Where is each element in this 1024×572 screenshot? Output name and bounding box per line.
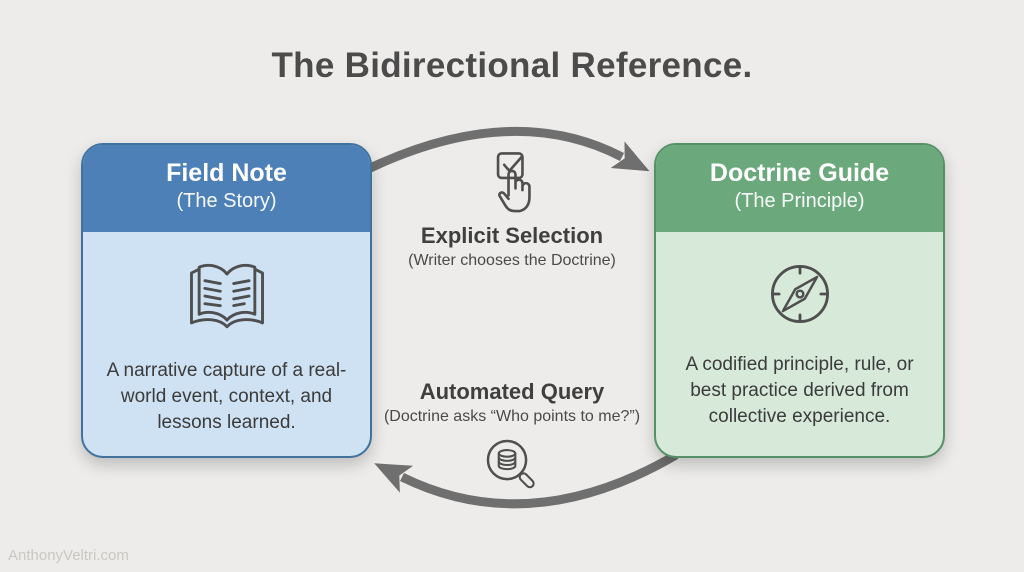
- field-note-header: Field Note (The Story): [83, 145, 370, 232]
- page-title: The Bidirectional Reference.: [271, 46, 753, 85]
- watermark: AnthonyVeltri.com: [8, 547, 129, 564]
- open-book-icon: [83, 256, 370, 338]
- field-note-subtitle: (The Story): [176, 190, 277, 213]
- doctrine-guide-header: Doctrine Guide (The Principle): [656, 145, 943, 232]
- automated-query-label: Automated Query: [419, 379, 605, 404]
- doctrine-guide-description: A codified principle, rule, or best prac…: [685, 354, 914, 428]
- automated-query-group: Automated Query (Doctrine asks “Who poin…: [347, 379, 677, 494]
- database-search-icon: [347, 436, 677, 494]
- field-note-description: A narrative capture of a real-world even…: [106, 360, 347, 434]
- doctrine-guide-subtitle: (The Principle): [734, 190, 865, 213]
- explicit-selection-sublabel: (Writer chooses the Doctrine): [408, 252, 616, 270]
- field-note-title: Field Note: [166, 159, 287, 187]
- doctrine-guide-card: Doctrine Guide (The Principle) A codifie…: [654, 143, 945, 458]
- compass-icon: [656, 256, 943, 332]
- checkbox-tap-icon: [347, 150, 677, 218]
- explicit-selection-label: Explicit Selection: [420, 223, 604, 248]
- field-note-card: Field Note (The Story) A narrative captu…: [81, 143, 372, 458]
- explicit-selection-group: Explicit Selection (Writer chooses the D…: [347, 150, 677, 272]
- doctrine-guide-title: Doctrine Guide: [709, 159, 890, 187]
- automated-query-sublabel: (Doctrine asks “Who points to me?”): [383, 408, 641, 426]
